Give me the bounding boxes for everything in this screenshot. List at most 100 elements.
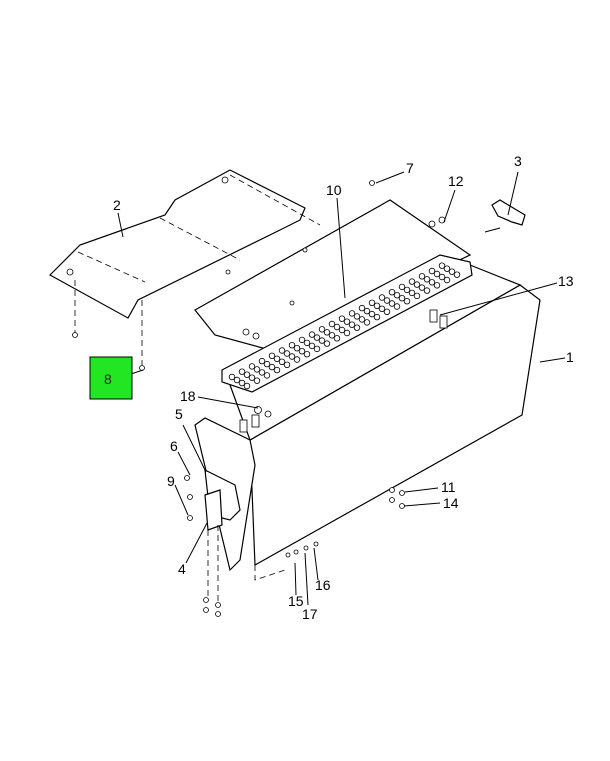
tread-hole (228, 373, 236, 381)
tread-hole (423, 276, 431, 283)
tread-hole (428, 267, 436, 275)
tread-hole (238, 368, 246, 375)
callout-3[interactable]: 3 (514, 153, 522, 169)
callout-10[interactable]: 10 (326, 182, 342, 198)
tread-hole (258, 357, 266, 365)
tread-hole (373, 302, 381, 309)
tread-hole (338, 315, 346, 322)
tread-hole (298, 348, 306, 355)
tread-hole (438, 273, 446, 281)
tread-hole (328, 332, 336, 339)
tread-hole (403, 286, 411, 294)
tread-hole (378, 305, 386, 312)
tread-hole (433, 270, 441, 278)
tread-hole (393, 292, 401, 299)
tread-hole (348, 310, 356, 317)
tread-hole (358, 316, 366, 323)
tread-hole (303, 339, 311, 347)
tread-hole (268, 352, 276, 359)
tread-hole (318, 337, 326, 344)
tread-hole (403, 298, 411, 305)
tread-hole (233, 376, 241, 384)
callout-11[interactable]: 11 (441, 479, 456, 495)
tread-hole (248, 374, 256, 381)
tread-hole (423, 287, 431, 294)
callout-9[interactable]: 9 (167, 473, 175, 489)
tread-hole (433, 282, 441, 289)
tread-hole (368, 310, 376, 318)
tread-hole (413, 281, 421, 288)
tread-hole (353, 313, 361, 320)
callout-5[interactable]: 5 (175, 406, 183, 422)
tread-hole (338, 326, 346, 334)
tread-hole (453, 271, 461, 278)
tread-hole (398, 295, 406, 302)
tread-hole (393, 303, 401, 310)
tread-hole (388, 300, 396, 307)
tread-hole (253, 377, 261, 384)
tread-hole (348, 321, 356, 328)
tread-hole (293, 356, 301, 363)
tread-hole (343, 318, 351, 325)
tread-hole (373, 313, 381, 321)
tread-hole (273, 366, 281, 374)
bolt-line (484, 227, 501, 233)
callout-8[interactable]: 8 (104, 371, 112, 387)
tread-hole (388, 289, 396, 296)
panel-hole (66, 268, 74, 276)
callout-12[interactable]: 12 (448, 173, 464, 189)
callout-18[interactable]: 18 (180, 388, 196, 404)
tread-hole (308, 331, 316, 338)
tread-hole (278, 347, 286, 354)
tread-hole (273, 355, 281, 362)
callout-2[interactable]: 2 (113, 197, 121, 213)
tread-hole (418, 284, 426, 291)
tread-hole (443, 265, 451, 272)
callout-13[interactable]: 13 (558, 273, 574, 289)
tread-hole (263, 360, 271, 368)
callout-7[interactable]: 7 (406, 160, 414, 176)
tread-hole (418, 273, 426, 280)
tread-hole (278, 358, 286, 365)
tread-hole (238, 379, 246, 387)
tread-hole (328, 320, 336, 328)
callout-16[interactable]: 16 (315, 577, 331, 593)
callout-6[interactable]: 6 (170, 438, 178, 454)
tread-hole (333, 335, 341, 342)
tread-hole (303, 351, 311, 358)
tread-hole (363, 307, 371, 315)
tread-hole (323, 329, 331, 336)
tread-hole (298, 336, 306, 344)
tread-hole (378, 294, 386, 301)
tread-hole (253, 366, 261, 373)
leader-lines (117, 171, 566, 606)
tread-hole (363, 319, 371, 326)
tread-hole (428, 279, 436, 286)
tread-hole (308, 342, 316, 350)
tread-hole (258, 369, 266, 376)
panel-hole (221, 176, 229, 184)
callout-14[interactable]: 14 (443, 495, 459, 511)
callout-17[interactable]: 17 (302, 606, 318, 622)
tread-hole (353, 324, 361, 331)
tread-hole (358, 304, 366, 312)
tread-hole (313, 345, 321, 353)
fasteners (72, 180, 448, 617)
tread-hole (248, 363, 256, 370)
tread-hole (283, 350, 291, 357)
highlight-box (89, 356, 133, 400)
tread-hole (398, 283, 406, 291)
tread-hole (288, 353, 296, 360)
callout-4[interactable]: 4 (178, 561, 186, 577)
callout-1[interactable]: 1 (566, 349, 574, 365)
tread-hole (368, 299, 376, 306)
tread-hole (438, 262, 446, 269)
tread-hole (243, 371, 251, 378)
projection-line (254, 565, 286, 581)
tread-hole (288, 342, 296, 349)
tread-hole (323, 340, 331, 347)
callout-15[interactable]: 15 (288, 593, 304, 609)
tread-hole (383, 297, 391, 304)
